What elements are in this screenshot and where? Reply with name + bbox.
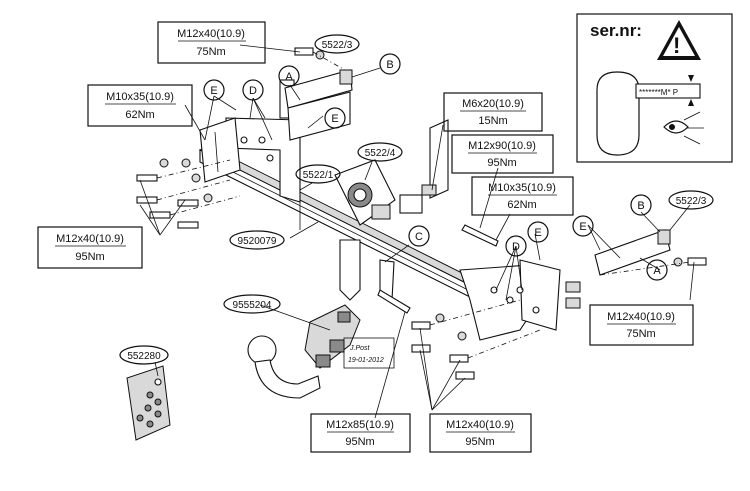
torque-label-1: M12x40(10.9) 75Nm (157, 21, 266, 64)
svg-text:5522/3: 5522/3 (676, 196, 707, 207)
center-mount-plate (339, 239, 395, 301)
warning-icon: ! (657, 20, 701, 60)
callout-e-right: E (527, 221, 549, 243)
svg-text:M12x40(10.9): M12x40(10.9) (56, 233, 124, 245)
svg-text:75Nm: 75Nm (196, 46, 225, 58)
left-side-bracket (199, 79, 301, 230)
svg-text:E: E (210, 85, 217, 97)
arrow-down-icon (688, 75, 694, 82)
callout-e-top-left: E (203, 79, 225, 101)
right-plate-a (594, 229, 671, 276)
svg-text:M6x20(10.9): M6x20(10.9) (462, 98, 524, 110)
left-bolts (136, 158, 241, 229)
torque-label-7: M12x40(10.9) 75Nm (589, 304, 694, 346)
svg-text:5522/4: 5522/4 (365, 148, 396, 159)
svg-text:5522/3: 5522/3 (322, 40, 353, 51)
neck-bolt (377, 289, 411, 314)
stamp-date: 19-01-2012 (348, 357, 384, 364)
signature-stamp: J.Post 19-01-2012 (343, 337, 395, 369)
left-plate-a (284, 69, 353, 141)
svg-text:5522/1: 5522/1 (303, 170, 334, 181)
svg-text:M10x35(10.9): M10x35(10.9) (106, 91, 174, 103)
svg-text:E: E (331, 113, 338, 125)
svg-text:!: ! (673, 33, 680, 58)
part-code-oval-3: 5522/1 (295, 164, 341, 184)
svg-text:E: E (534, 227, 541, 239)
torque-label-4: M6x20(10.9) 15Nm (443, 92, 543, 132)
torque-label-2: M10x35(10.9) 62Nm (87, 84, 193, 127)
bottom-right-bolts (411, 281, 581, 380)
svg-text:62Nm: 62Nm (125, 109, 154, 121)
callout-e-far-right: E (572, 215, 594, 237)
serial-plate (635, 83, 701, 99)
torque-label-6: M10x35(10.9) 62Nm (471, 176, 574, 216)
long-bolt (461, 224, 499, 247)
torque-label-9: M12x40(10.9) 95Nm (429, 413, 532, 453)
callout-a-left: A (278, 65, 300, 87)
arrow-up-icon (688, 99, 694, 106)
svg-text:15Nm: 15Nm (478, 115, 507, 127)
svg-text:M12x85(10.9): M12x85(10.9) (326, 419, 394, 431)
svg-text:62Nm: 62Nm (507, 199, 536, 211)
svg-text:552280: 552280 (127, 351, 161, 362)
svg-text:9520079: 9520079 (238, 236, 277, 247)
svg-text:M12x40(10.9): M12x40(10.9) (177, 28, 245, 40)
callout-a-right: A (646, 259, 668, 281)
svg-text:9555204: 9555204 (233, 300, 272, 311)
stamp-name: J.Post (349, 345, 371, 352)
part-code-oval-6: 9555204 (223, 294, 281, 314)
part-code-oval-7: 552280 (119, 345, 169, 365)
svg-text:A: A (285, 71, 293, 83)
svg-text:M10x35(10.9): M10x35(10.9) (488, 182, 556, 194)
svg-text:95Nm: 95Nm (345, 436, 374, 448)
socket-bracket (334, 159, 423, 226)
torque-label-8: M12x85(10.9) 95Nm (310, 413, 411, 453)
svg-text:B: B (637, 200, 644, 212)
serial-number-panel: ser.nr: ! *******M* P (576, 13, 733, 163)
callout-d-right: D (505, 235, 527, 257)
part-code-oval-2: 5522/4 (357, 142, 403, 162)
part-code-oval-5: 5522/3 (668, 190, 714, 210)
small-bracket (421, 119, 449, 199)
socket-plate (126, 365, 171, 441)
svg-text:A: A (653, 265, 661, 277)
callout-e-left-plate: E (324, 107, 346, 129)
serial-title: ser.nr: (590, 21, 642, 40)
top-bolt-left (294, 47, 346, 71)
tow-ball-outline (596, 71, 640, 156)
callout-c: C (408, 225, 430, 247)
right-side-bracket (459, 259, 561, 341)
serial-panel-border (576, 13, 733, 163)
callout-b-right: B (630, 194, 652, 216)
tow-ball-neck (247, 304, 361, 399)
torque-label-3: M12x40(10.9) 95Nm (37, 226, 143, 269)
svg-text:E: E (579, 221, 586, 233)
eye-icon (663, 111, 704, 145)
callout-b-left: B (379, 53, 401, 75)
svg-text:D: D (249, 85, 257, 97)
svg-text:95Nm: 95Nm (465, 436, 494, 448)
part-code-oval-1: 5522/3 (314, 34, 360, 54)
right-side-bolt (599, 257, 707, 276)
part-code-oval-4: 9520079 (229, 230, 285, 250)
serial-plate-text: *******M* P (639, 88, 678, 97)
callout-d-left: D (242, 79, 264, 101)
torque-label-5: M12x90(10.9) 95Nm (451, 134, 554, 174)
leader-lines (139, 44, 695, 419)
tow-ball (247, 335, 277, 365)
svg-text:M12x40(10.9): M12x40(10.9) (446, 419, 514, 431)
svg-text:D: D (512, 241, 520, 253)
svg-text:M12x40(10.9): M12x40(10.9) (607, 311, 675, 323)
svg-text:B: B (386, 59, 393, 71)
svg-text:75Nm: 75Nm (626, 328, 655, 340)
svg-text:95Nm: 95Nm (487, 157, 516, 169)
svg-text:M12x90(10.9): M12x90(10.9) (468, 140, 536, 152)
svg-text:C: C (415, 231, 423, 243)
svg-text:95Nm: 95Nm (75, 251, 104, 263)
